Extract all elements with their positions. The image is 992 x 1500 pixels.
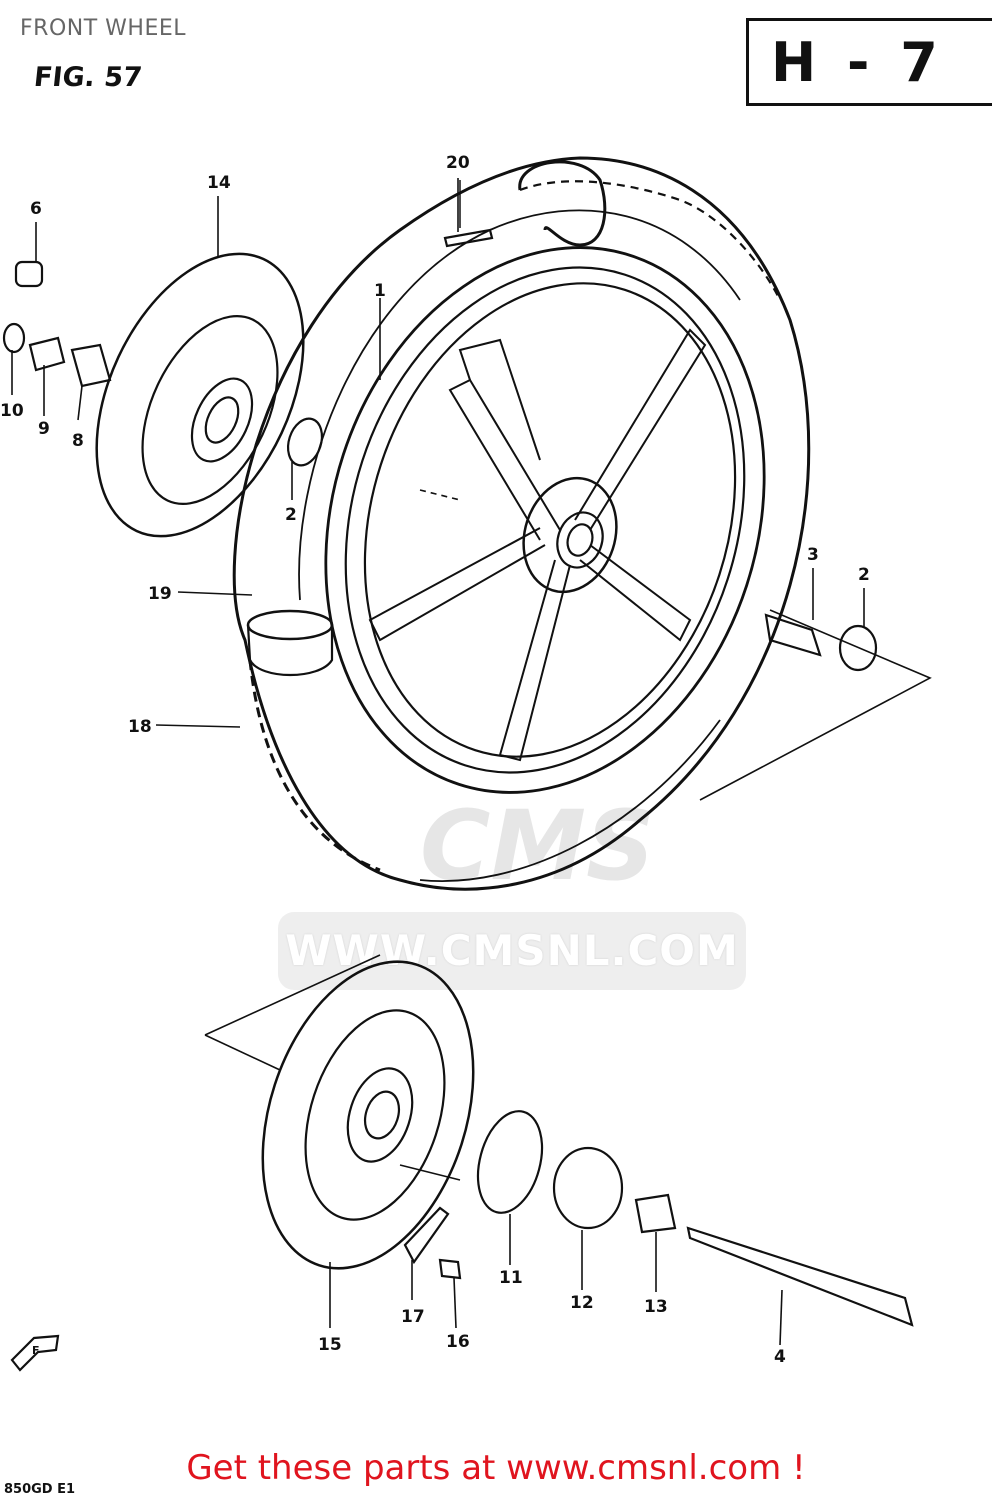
valve[interactable] (443, 228, 494, 248)
callout-11: 11 (499, 1268, 523, 1288)
tire-bead-loop (518, 160, 607, 247)
callout-2a: 2 (285, 505, 297, 525)
gear-box-seal-11[interactable] (468, 1104, 553, 1220)
tube-band[interactable] (246, 609, 334, 676)
wheel-hub[interactable] (509, 466, 630, 604)
front-arrow-label: F (32, 1344, 40, 1357)
spacer-9[interactable] (28, 336, 66, 372)
cta-link[interactable]: Get these parts at www.cmsnl.com ! (186, 1448, 806, 1488)
watermark-banner: WWW.CMSNL.COM (278, 912, 746, 990)
bearing-2-right[interactable] (838, 624, 878, 672)
bearing-2-left[interactable] (282, 414, 327, 470)
watermark-brand: CMS (420, 790, 656, 902)
callout-3: 3 (807, 545, 819, 565)
nut-6[interactable] (14, 260, 44, 288)
spacer-8[interactable] (70, 343, 112, 388)
callout-19: 19 (148, 584, 172, 604)
callout-9: 9 (38, 419, 50, 439)
callout-6: 6 (30, 199, 42, 219)
callout-2b: 2 (858, 565, 870, 585)
watermark-url: WWW.CMSNL.COM (285, 926, 739, 975)
spacer-13[interactable] (634, 1193, 677, 1234)
section-code-box: H - 7 (746, 18, 992, 106)
assembly-guide-lines (204, 489, 932, 1181)
front-axle-4[interactable] (686, 1226, 914, 1327)
page-title: FRONT WHEEL (20, 16, 186, 41)
brake-disc-upper[interactable] (55, 221, 345, 569)
callout-13: 13 (644, 1297, 668, 1317)
model-code: 850GD E1 (4, 1482, 76, 1497)
callout-4: 4 (774, 1347, 786, 1367)
wheel-spokes (368, 328, 707, 762)
callout-20: 20 (446, 153, 470, 173)
front-direction-arrow: F (10, 1334, 60, 1372)
callout-12: 12 (570, 1293, 594, 1313)
lock-washer-17[interactable] (403, 1206, 450, 1265)
brake-disc-lower[interactable] (226, 934, 510, 1295)
rim[interactable] (257, 190, 832, 850)
exploded-diagram: 1 2 2 3 4 6 8 9 10 11 12 13 14 15 16 17 … (0, 153, 932, 1367)
callout-10: 10 (0, 401, 24, 421)
speedo-gearbox-12[interactable] (552, 1146, 624, 1230)
callout-8: 8 (72, 431, 84, 451)
callout-labels: 1 2 2 3 4 6 8 9 10 11 12 13 14 15 16 17 … (0, 153, 870, 1367)
bolt-16[interactable] (438, 1258, 462, 1280)
spacer-3[interactable] (764, 613, 822, 657)
callout-18: 18 (128, 717, 152, 737)
tire[interactable] (232, 156, 811, 891)
washer-10[interactable] (2, 322, 26, 354)
callout-14: 14 (207, 173, 231, 193)
callout-16: 16 (446, 1332, 470, 1352)
section-code: H - 7 (771, 31, 944, 94)
callout-1: 1 (374, 281, 386, 301)
leader-lines (11, 178, 865, 1346)
callout-17: 17 (401, 1307, 425, 1327)
callout-15: 15 (318, 1335, 342, 1355)
